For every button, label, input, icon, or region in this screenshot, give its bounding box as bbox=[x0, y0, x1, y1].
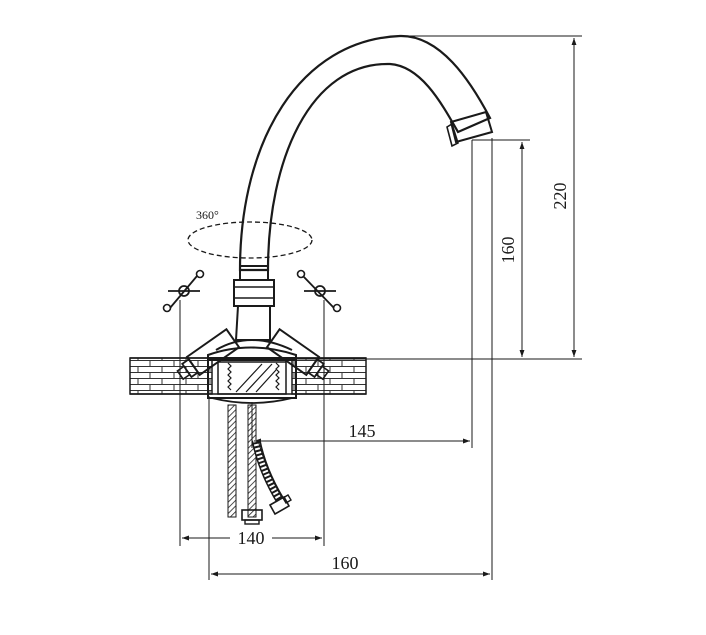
right-valve bbox=[265, 327, 330, 381]
countertop bbox=[129, 357, 367, 395]
overall-width-label: 160 bbox=[332, 553, 359, 573]
dimension-total-height: 220 bbox=[296, 35, 582, 360]
dimension-spout-reach: 145 bbox=[254, 421, 470, 444]
supply-hoses bbox=[227, 404, 292, 525]
rotation-indicator: 360° bbox=[187, 208, 313, 259]
dimension-spout-height: 160 bbox=[472, 139, 530, 357]
dimension-handle-span: 140 bbox=[182, 528, 322, 548]
left-handle bbox=[162, 269, 205, 313]
faucet-neck bbox=[215, 265, 293, 351]
spout bbox=[238, 34, 494, 272]
extension-lines bbox=[179, 138, 493, 580]
total-height-label: 220 bbox=[550, 183, 570, 210]
spout-height-label: 160 bbox=[498, 237, 518, 264]
left-valve bbox=[176, 327, 241, 381]
faucet-base bbox=[207, 346, 297, 404]
dimension-overall-width: 160 bbox=[211, 553, 490, 577]
spout-reach-label: 145 bbox=[349, 421, 376, 441]
handle-span-label: 140 bbox=[238, 528, 265, 548]
rotation-label: 360° bbox=[196, 208, 219, 222]
right-handle bbox=[296, 269, 342, 313]
